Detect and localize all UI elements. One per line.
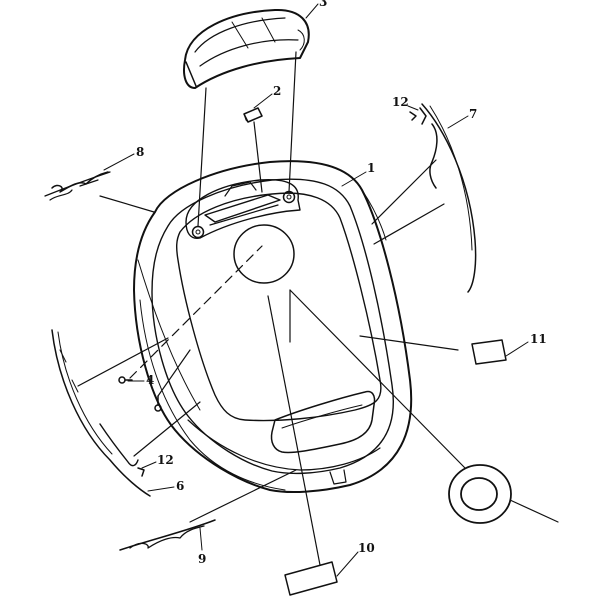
part-12-clip-lower — [137, 467, 145, 477]
part-12-clip-upper — [409, 111, 417, 121]
assembly-lines — [77, 51, 559, 566]
part-5-ring — [448, 464, 512, 524]
callout-12-lower: 12 — [157, 453, 174, 467]
leader-lines — [103, 3, 529, 577]
part-1-top-case — [133, 160, 413, 494]
part-9-decal — [119, 519, 216, 551]
callout-6: 6 — [176, 479, 185, 493]
callout-8: 8 — [136, 145, 145, 159]
part-8-decal — [44, 171, 111, 201]
part-2-insert — [243, 107, 263, 123]
part-3-handle-cover — [183, 8, 310, 89]
callout-2: 2 — [273, 84, 282, 98]
part-4-screws — [118, 376, 162, 412]
callout-4: 4 — [146, 373, 155, 387]
callout-3: 3 — [319, 0, 328, 9]
callout-7: 7 — [469, 107, 478, 121]
callout-12-upper: 12 — [392, 95, 409, 109]
callout-1: 1 — [367, 161, 376, 175]
part-11-label — [471, 339, 507, 365]
callout-9: 9 — [198, 552, 207, 566]
callout-10: 10 — [358, 541, 375, 555]
part-6-side-trim — [51, 329, 151, 497]
lid-badge-outline — [233, 224, 295, 284]
part-10-badge — [284, 561, 338, 596]
callout-11: 11 — [530, 332, 547, 346]
part-7-side-trim — [419, 103, 477, 293]
